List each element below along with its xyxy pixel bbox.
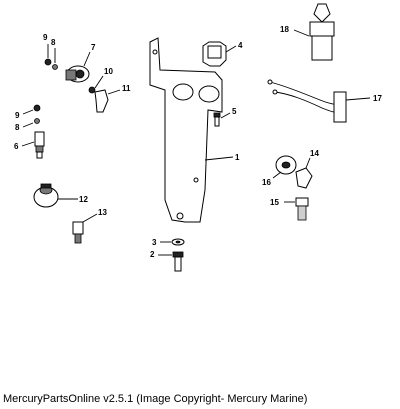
part-18-connector xyxy=(293,3,335,61)
callout-1: 1 xyxy=(235,153,240,162)
callout-10: 10 xyxy=(104,67,113,76)
part-2-bolt xyxy=(158,251,184,272)
callout-14: 14 xyxy=(310,149,319,158)
part-1-mounting-bracket xyxy=(149,37,223,223)
callout-2: 2 xyxy=(150,250,155,259)
callout-17: 17 xyxy=(373,94,382,103)
callout-8-upper: 8 xyxy=(51,38,56,47)
part-3-washer xyxy=(160,238,185,246)
callout-9-upper: 9 xyxy=(43,33,48,42)
callout-6: 6 xyxy=(14,142,19,151)
part-5-screw xyxy=(213,112,231,127)
part-14-elbow xyxy=(295,157,313,189)
part-16-sender xyxy=(272,155,297,179)
callout-3: 3 xyxy=(152,238,157,247)
part-12-sensor xyxy=(33,183,78,208)
callout-13: 13 xyxy=(98,208,107,217)
part-6-switch xyxy=(21,131,45,159)
callout-15: 15 xyxy=(270,198,279,207)
copyright-caption: MercuryPartsOnline v2.5.1 (Image Copyrig… xyxy=(3,393,308,405)
callout-18: 18 xyxy=(280,25,289,34)
parts-diagram: 1 2 3 4 5 6 7 8 9 9 8 10 11 12 13 14 15 … xyxy=(14,3,382,272)
callout-5: 5 xyxy=(232,107,237,116)
callout-7: 7 xyxy=(91,43,96,52)
part-7-sender xyxy=(65,51,91,83)
part-8-nut-lower xyxy=(22,118,40,128)
part-4-clip xyxy=(202,41,237,67)
part-8-nut-upper xyxy=(52,48,58,70)
callout-9-lower: 9 xyxy=(15,111,20,120)
callout-16: 16 xyxy=(262,178,271,187)
part-11-elbow xyxy=(94,89,121,113)
part-9-washer-upper xyxy=(44,44,52,66)
callout-8-lower: 8 xyxy=(15,123,20,132)
callout-4: 4 xyxy=(238,41,243,50)
part-10-fitting xyxy=(88,75,104,94)
part-15-fitting xyxy=(284,197,309,221)
part-17-harness xyxy=(267,79,371,123)
callout-12: 12 xyxy=(79,195,88,204)
part-13-adapter xyxy=(72,213,98,244)
callout-11: 11 xyxy=(122,84,131,93)
part-9-washer-lower xyxy=(22,104,41,115)
